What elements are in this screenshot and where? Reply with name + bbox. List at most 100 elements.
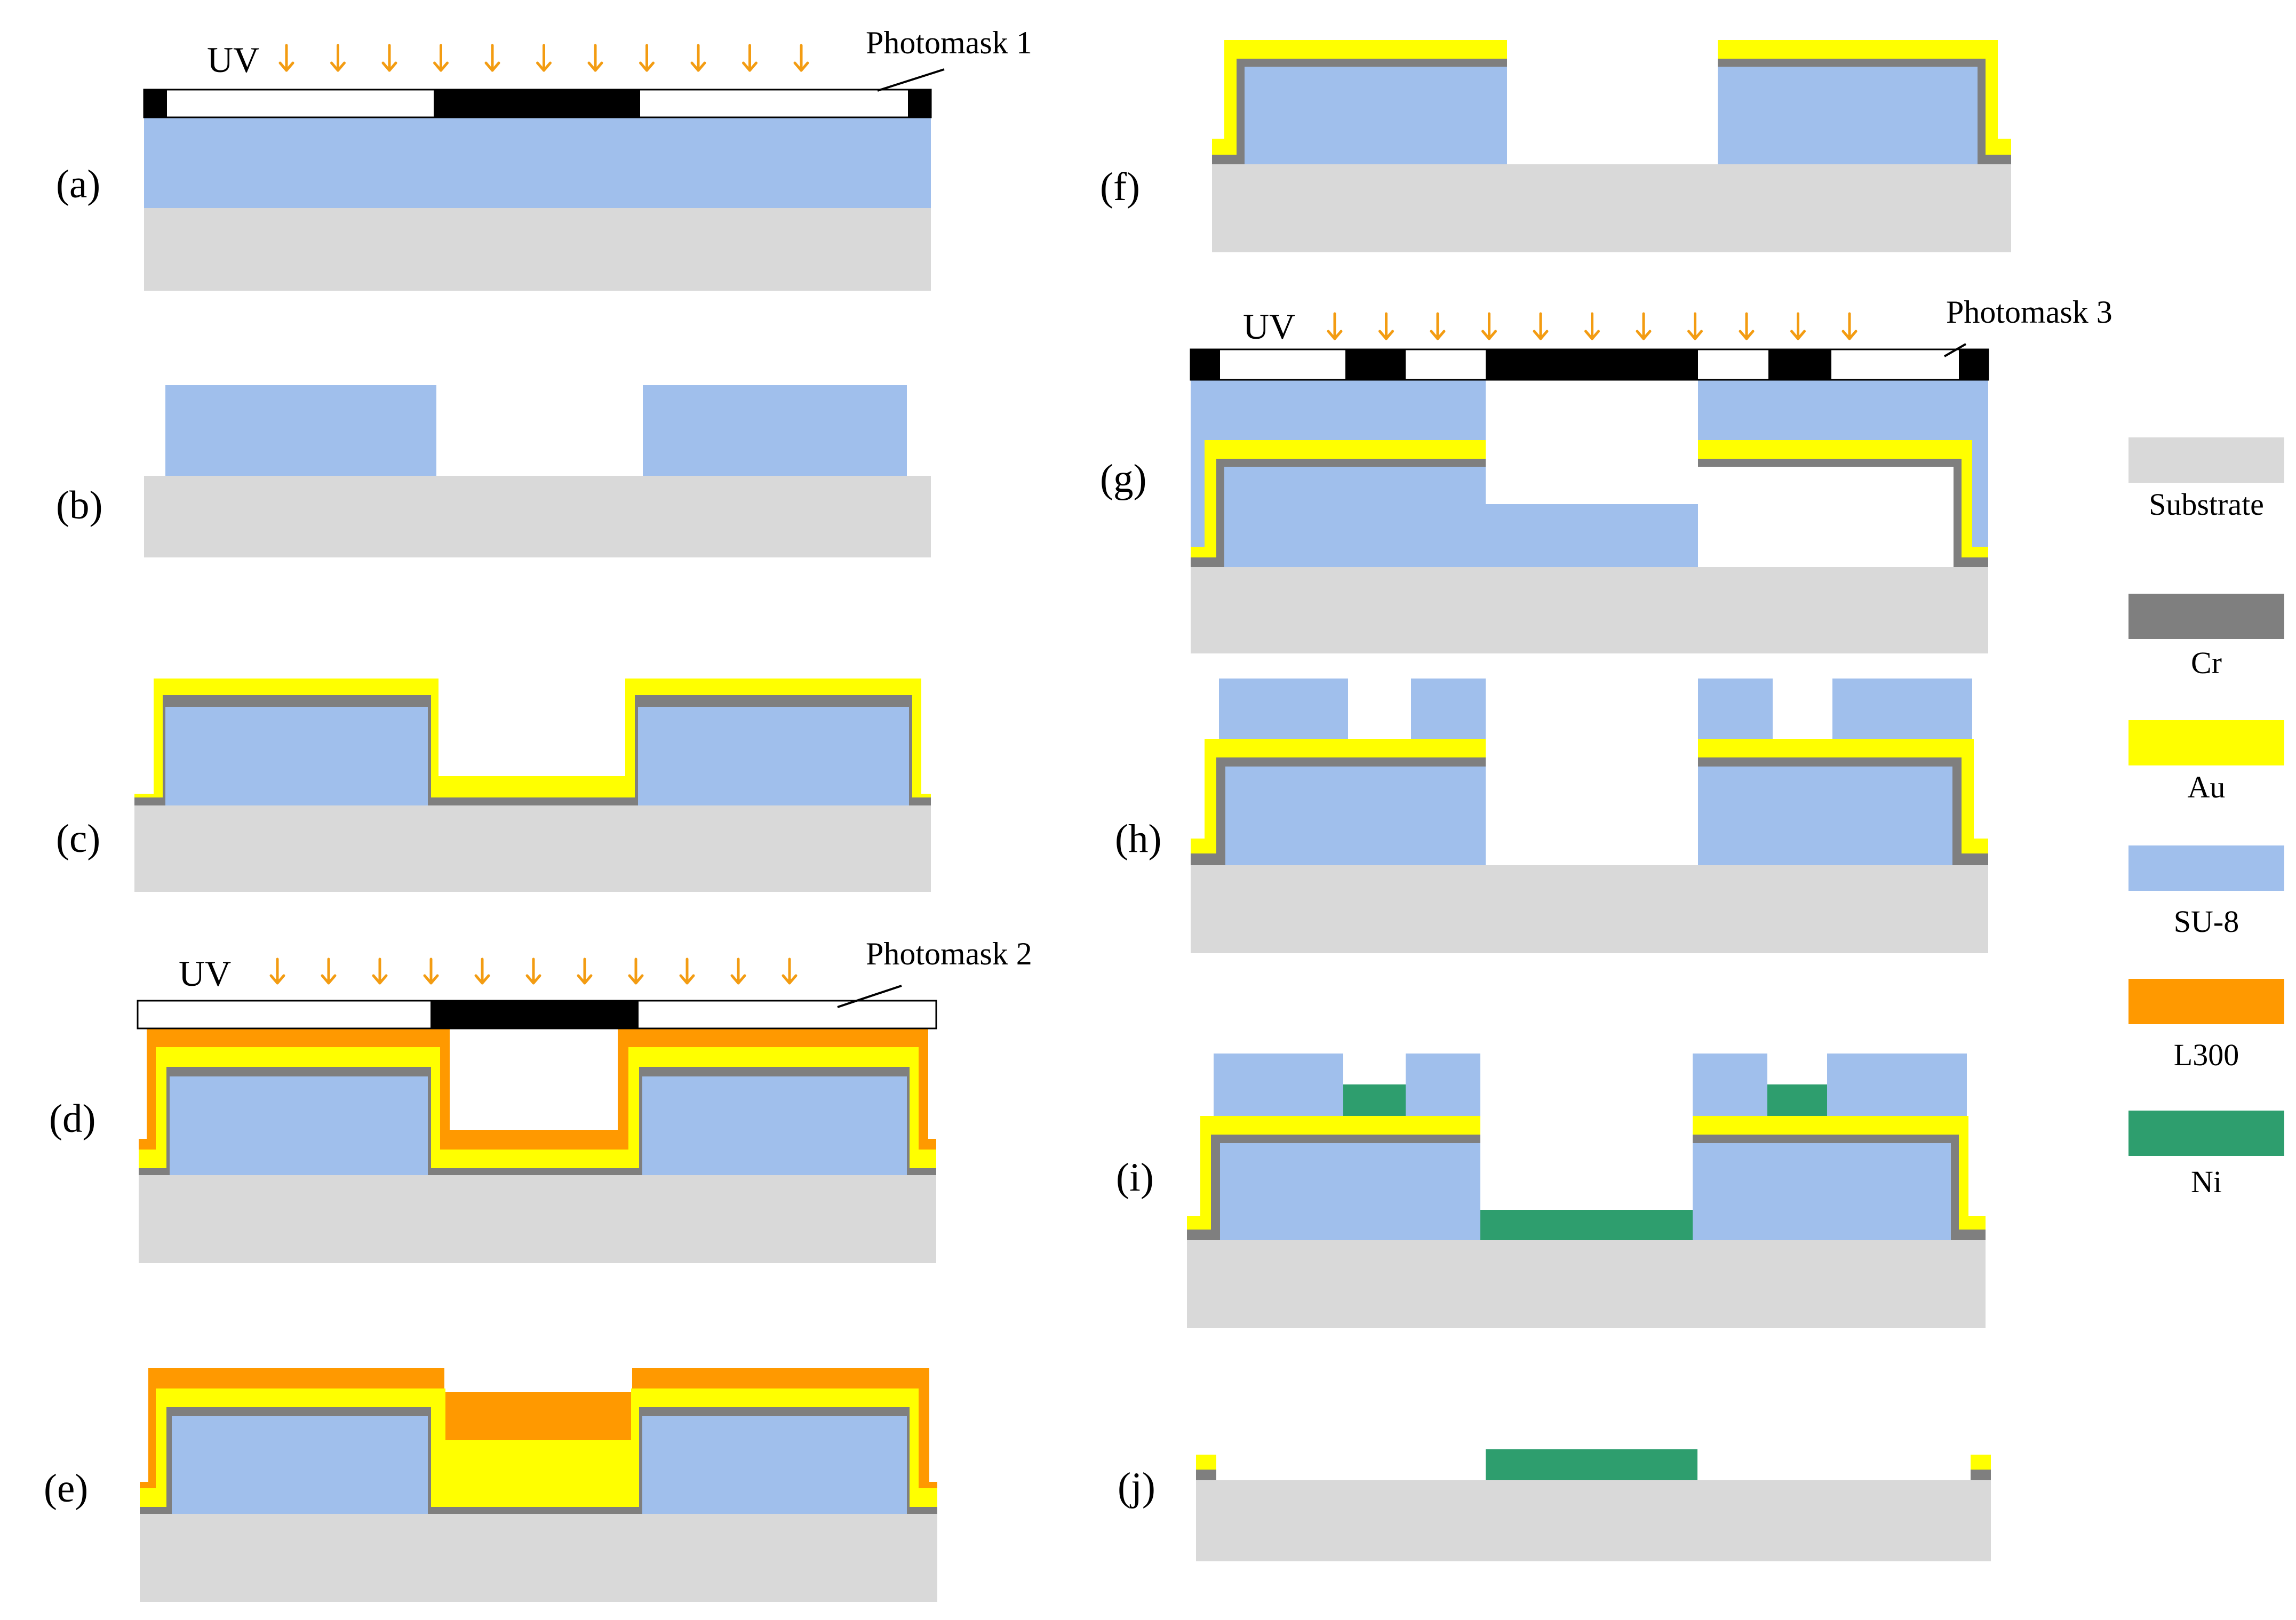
au-layer (1718, 51, 1986, 59)
au-layer (450, 1150, 618, 1168)
su8-layer (1191, 380, 1988, 567)
uv-arrow-icon (484, 44, 500, 72)
panel-label: (f) (1100, 165, 1140, 209)
su8-block (1832, 679, 1972, 739)
su8-block (1406, 1054, 1480, 1116)
uv-arrow-icon (372, 957, 388, 985)
uv-arrow-icon (628, 957, 644, 985)
photomask-leader-line (1944, 343, 1966, 357)
cr-pad (1971, 1470, 1991, 1480)
su8-block (170, 1076, 428, 1175)
legend-label-substrate: Substrate (2149, 487, 2264, 522)
photomask-leader-line (877, 68, 945, 92)
uv-arrows (278, 44, 809, 72)
legend-swatch-cr (2128, 594, 2284, 639)
uv-arrow-icon (321, 957, 337, 985)
l300-layer (628, 1036, 919, 1047)
au-layer (639, 1399, 910, 1407)
uv-arrow-icon (1533, 312, 1549, 340)
su8-block (1693, 1143, 1951, 1240)
au-pad (1971, 1455, 1991, 1470)
panel-label: (d) (49, 1097, 95, 1141)
uv-arrow-icon (782, 957, 798, 985)
substrate-layer (1191, 865, 1988, 953)
legend-label-ni: Ni (2191, 1164, 2222, 1199)
mask-opaque-region (434, 90, 640, 117)
uv-arrows (1327, 312, 1857, 340)
uv-arrow-icon (1327, 312, 1343, 340)
uv-arrow-icon (679, 957, 695, 985)
su8-layer (144, 117, 931, 208)
uv-arrow-icon (1378, 312, 1394, 340)
l300-layer (632, 1379, 919, 1388)
uv-arrows (269, 957, 798, 985)
uv-label: UV (1243, 306, 1295, 347)
su8-block (638, 707, 909, 805)
substrate-layer (1191, 567, 1988, 653)
panel-j: (j) (1118, 1449, 1991, 1561)
uv-arrow-icon (742, 44, 758, 72)
ni-deposit (1480, 1210, 1693, 1240)
panel-h: (h) (1115, 679, 1988, 953)
uv-arrow-icon (1481, 312, 1497, 340)
au-layer (1698, 451, 1962, 459)
su8-block (1718, 67, 1978, 164)
panel-i: (i) (1116, 1054, 1986, 1328)
su8-block (172, 1416, 428, 1514)
panel-label: (i) (1116, 1155, 1154, 1200)
uv-arrow-icon (381, 44, 397, 72)
su8-block (643, 385, 907, 476)
ni-deposit (1343, 1084, 1406, 1116)
legend-label-l300: L300 (2174, 1038, 2239, 1072)
panel-label: (h) (1115, 817, 1161, 861)
substrate-layer (139, 1175, 936, 1263)
au-layer (1237, 51, 1507, 59)
legend-swatch-l300 (2128, 979, 2284, 1024)
panel-c: (c) (56, 679, 931, 892)
cr-pad (1196, 1470, 1216, 1480)
au-layer (1693, 1127, 1959, 1135)
legend-swatch-ni (2128, 1111, 2284, 1156)
au-layer (1698, 749, 1962, 757)
photomask-label: Photomask 3 (1946, 294, 2112, 330)
au-pad (1196, 1455, 1216, 1470)
cr-layer (1718, 59, 2011, 164)
cr-layer (1698, 757, 1988, 865)
cr-layer (1212, 59, 1507, 164)
uv-arrow-icon (1841, 312, 1857, 340)
cr-layer (1191, 757, 1486, 865)
uv-arrow-icon (793, 44, 809, 72)
uv-arrow-icon (730, 957, 746, 985)
panel-label: (a) (56, 162, 100, 206)
uv-arrow-icon (269, 957, 285, 985)
legend-swatch-su8 (2128, 845, 2284, 891)
su8-block (1214, 1054, 1343, 1116)
su8-block (165, 385, 436, 476)
cr-layer (1693, 1135, 1986, 1240)
ni-deposit (1767, 1084, 1827, 1116)
au-layer (163, 687, 431, 695)
photomask-label: Photomask 1 (866, 25, 1032, 60)
uv-arrow-icon (536, 44, 552, 72)
su8-block (1698, 767, 1952, 865)
panel-label: (b) (56, 483, 102, 528)
su8-block (1698, 679, 1773, 739)
photomask-label: Photomask 2 (866, 936, 1032, 971)
au-layer (1216, 749, 1486, 757)
au-layer (635, 687, 912, 695)
su8-block (165, 707, 428, 805)
cr-layer (1698, 459, 1988, 567)
uv-arrow-icon (577, 957, 593, 985)
uv-arrow-icon (1739, 312, 1755, 340)
au-fill (444, 1440, 632, 1488)
uv-label: UV (207, 39, 259, 80)
panel-b: (b) (56, 385, 931, 557)
su8-block (642, 1416, 907, 1514)
au-layer (439, 784, 625, 797)
cr-layer (1187, 1135, 1480, 1240)
panel-a: UV Photomask 1 (a) (56, 25, 1032, 291)
panel-g: UV Photomask 3 (g) (1100, 294, 2112, 653)
uv-arrow-icon (330, 44, 346, 72)
legend: Substrate Cr Au SU-8 L300 Ni (2128, 437, 2284, 1199)
uv-arrow-icon (525, 957, 541, 985)
